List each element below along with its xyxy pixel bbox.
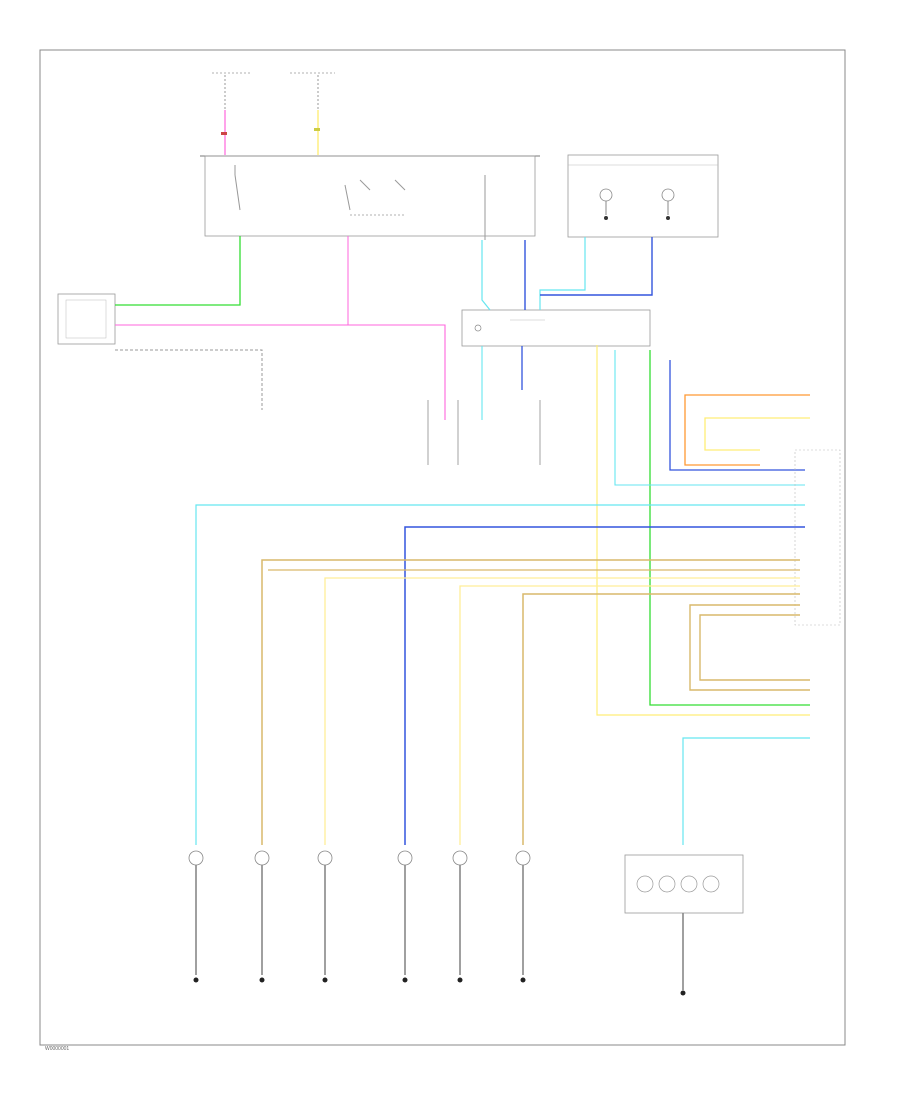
- left-control-module: [57, 293, 116, 345]
- wire-cyan-rear: [682, 737, 810, 845]
- wire-blue-lamp-feed: [404, 526, 805, 845]
- lamp-4: [397, 850, 413, 983]
- fuse-feed-right: [290, 72, 335, 155]
- dimmer-relay-box: [461, 309, 651, 347]
- lamp-3: [317, 850, 333, 983]
- wire-tan-7: [699, 614, 810, 681]
- wire-cyan-lamp-feed: [195, 504, 805, 845]
- instrument-lamp-box: [567, 154, 719, 238]
- wire-yellow-loop: [704, 417, 810, 451]
- diagram-frame: [39, 49, 846, 1046]
- wire-tan-6: [689, 604, 810, 691]
- rear-lamp-module: [624, 854, 744, 996]
- wire-yellow-long: [596, 345, 810, 716]
- lamp-1: [188, 850, 204, 983]
- wire-tan-1: [261, 559, 800, 845]
- wire-cyan-lamp: [539, 237, 586, 310]
- wire-tan-4: [459, 585, 800, 845]
- wire-blue-lamp: [540, 237, 653, 296]
- wire-tan-3: [324, 577, 800, 845]
- lamp-2: [254, 850, 270, 983]
- fuse-feed-left: [212, 72, 250, 155]
- lamp-5: [452, 850, 468, 983]
- wire-pink: [115, 324, 446, 420]
- wire-green-long: [649, 350, 810, 706]
- wire-orange-loop: [684, 394, 810, 466]
- figure-code: W0000001: [45, 1046, 70, 1052]
- lamp-6: [515, 850, 531, 983]
- wire-cyan-right: [614, 350, 805, 486]
- wire-black-module-ground: [115, 349, 263, 410]
- wire-cyan-switch: [481, 240, 491, 311]
- right-connector-block: [794, 449, 841, 626]
- wire-green-switch: [115, 236, 241, 306]
- headlamp-switch-box: [200, 155, 540, 240]
- wire-blue-right: [669, 360, 805, 471]
- wire-tan-5: [522, 593, 800, 845]
